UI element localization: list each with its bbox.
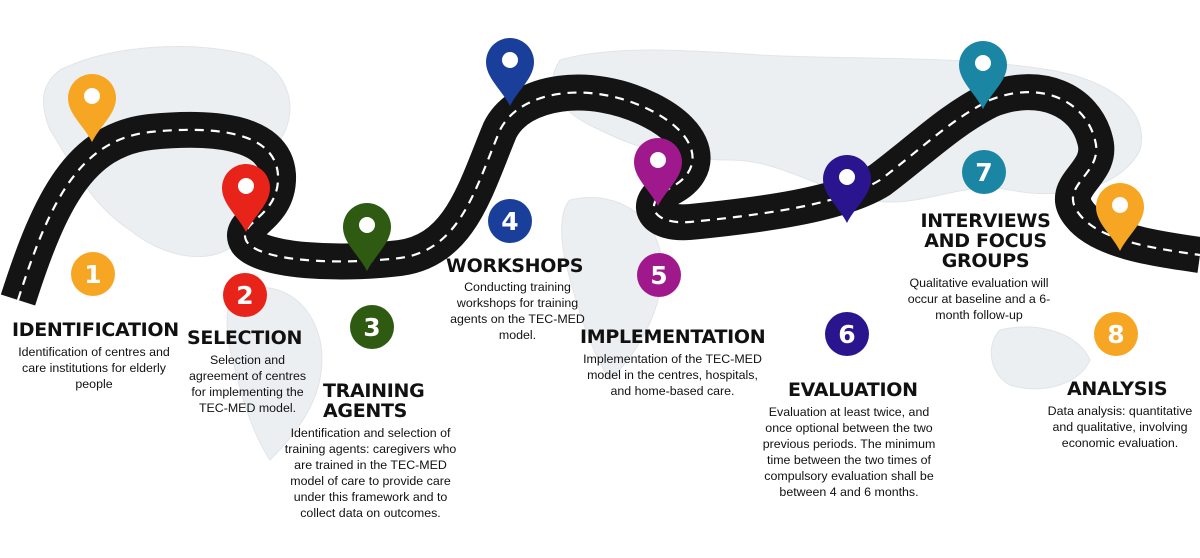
- step-4-description: Conducting training workshops for traini…: [450, 280, 585, 342]
- step-7-number-badge: 7: [962, 150, 1006, 194]
- step-7-title: INTERVIEWS AND FOCUS GROUPS: [920, 210, 1051, 272]
- step-2-description: Selection and agreement of centres for i…: [188, 353, 307, 415]
- step-3-number-badge: 3: [350, 305, 394, 349]
- step-8-number-badge: 8: [1094, 312, 1138, 356]
- step-6-location-pin-icon: [823, 155, 871, 223]
- step-7-location-pin-icon: [959, 41, 1007, 109]
- step-2-number-badge: 2: [223, 273, 267, 317]
- step-5-location-pin-icon: [634, 138, 682, 206]
- step-6-number-badge: 6: [825, 312, 869, 356]
- step-7-description: Qualitative evaluation will occur at bas…: [907, 276, 1051, 322]
- step-3-title: TRAINING AGENTS: [323, 380, 425, 422]
- step-8-description: Data analysis: quantitative and qualitat…: [1047, 404, 1193, 450]
- step-5-description: Implementation of the TEC-MED model in t…: [583, 352, 762, 398]
- step-8-title: ANALYSIS: [1067, 378, 1168, 400]
- road-center-line: [16, 91, 1200, 301]
- step-2-location-pin-icon: [222, 164, 270, 232]
- step-4-number-badge: 4: [488, 199, 532, 243]
- step-1-description: Identification of centres and care insti…: [18, 345, 170, 391]
- step-1-number-badge: 1: [71, 252, 115, 296]
- step-4-title: WORKSHOPS: [446, 255, 584, 277]
- step-5-number-badge: 5: [637, 253, 681, 297]
- step-3-description: Identification and selection of training…: [284, 426, 457, 520]
- pins-layer: [68, 38, 1144, 271]
- step-5-title: IMPLEMENTATION: [580, 326, 766, 348]
- step-6-description: Evaluation at least twice, and once opti…: [762, 405, 936, 499]
- step-2-title: SELECTION: [187, 327, 303, 349]
- step-1-title: IDENTIFICATION: [12, 319, 179, 341]
- step-1-location-pin-icon: [68, 74, 116, 142]
- step-3-location-pin-icon: [343, 203, 391, 271]
- step-6-title: EVALUATION: [788, 379, 918, 401]
- step-8-location-pin-icon: [1096, 183, 1144, 251]
- step-4-location-pin-icon: [486, 38, 534, 106]
